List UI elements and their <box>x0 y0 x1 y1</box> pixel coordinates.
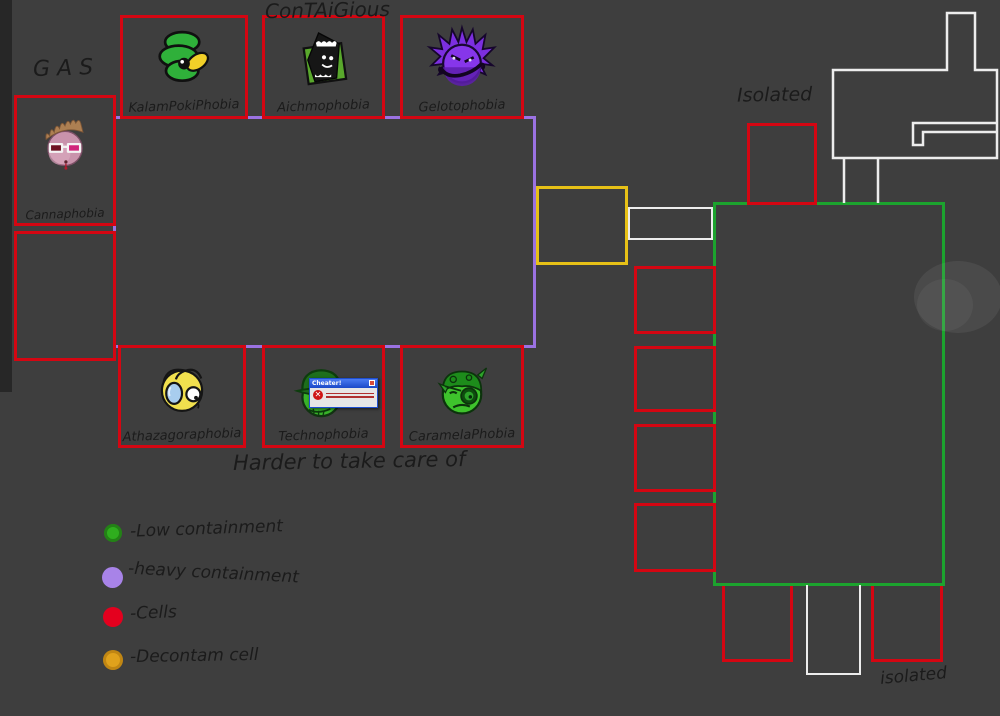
caramelaphobia-avatar <box>437 367 488 415</box>
legend-dot-heavy-containment <box>102 567 123 588</box>
error-dialog-text <box>326 391 374 400</box>
legend-label-heavy-containment: -heavy containment <box>127 558 300 588</box>
isolated-cell-top <box>747 123 817 205</box>
cell-technophobia: Cheater! ✕ Technophobia <box>262 345 385 448</box>
isolated-top-label: Isolated <box>736 83 813 107</box>
caramelaphobia-name: CaramelaPhobia <box>408 426 516 445</box>
low-containment-building <box>713 202 945 586</box>
dialog-close-icon <box>369 380 375 386</box>
gas-cell-empty <box>14 231 116 361</box>
aichmophobia-name: Aichmophobia <box>276 97 371 116</box>
cell-gelotophobia: Gelotophobia <box>400 15 524 119</box>
building-cell-bottom-1 <box>722 586 793 662</box>
building-cell-2 <box>634 346 716 412</box>
harder-section-label: Harder to take care of <box>232 446 466 476</box>
error-dialog-title: Cheater! <box>312 380 342 387</box>
error-dialog: Cheater! ✕ <box>309 378 378 408</box>
gelotophobia-avatar <box>426 24 497 87</box>
legend-label-low-containment: -Low containment <box>129 516 284 542</box>
error-x-icon: ✕ <box>313 390 323 400</box>
athazagoraphobia-name: Athazagoraphobia <box>122 425 242 446</box>
athazagoraphobia-avatar <box>160 368 204 412</box>
legend-dot-cells <box>103 607 123 627</box>
gelotophobia-name: Gelotophobia <box>418 97 506 116</box>
corridor-mid <box>628 207 713 240</box>
building-cell-4 <box>634 503 716 572</box>
legend-label-decontam: -Decontam cell <box>129 644 259 668</box>
building-cell-1 <box>634 266 716 334</box>
building-cell-3 <box>634 424 716 492</box>
kalampokiphobia-avatar <box>158 30 210 83</box>
cell-kalampokiphobia: KalamPokiPhobia <box>120 15 248 119</box>
corridor-bottom <box>806 585 861 675</box>
isolated-bottom-label: isolated <box>879 663 948 689</box>
isolated-building-inner-wall <box>911 121 997 147</box>
heavy-containment-room <box>113 116 536 348</box>
legend-dot-low-containment <box>104 524 122 542</box>
cell-aichmophobia: Aichmophobia <box>262 15 385 119</box>
contagious-section-label: ConTAiGious <box>264 0 391 24</box>
aichmophobia-avatar <box>301 32 347 86</box>
cannaphobia-avatar <box>45 119 84 170</box>
cannaphobia-name: Cannaphobia <box>25 205 105 223</box>
cell-caramelaphobia: CaramelaPhobia <box>400 345 524 448</box>
technophobia-name: Technophobia <box>278 426 369 445</box>
isolated-building-outline <box>831 11 999 160</box>
gas-cell-cannaphobia: Cannaphobia <box>14 95 116 226</box>
kalampokiphobia-name: KalamPokiPhobia <box>128 97 240 116</box>
error-dialog-titlebar: Cheater! <box>310 379 377 388</box>
cell-athazagoraphobia: Athazagoraphobia <box>118 345 246 448</box>
legend-dot-decontam <box>103 650 123 670</box>
decontam-cell <box>536 186 628 265</box>
edge-shading <box>0 0 12 392</box>
gas-section-label: GAS <box>32 54 101 83</box>
legend-label-cells: -Cells <box>129 602 178 624</box>
building-cell-bottom-2 <box>871 586 943 662</box>
